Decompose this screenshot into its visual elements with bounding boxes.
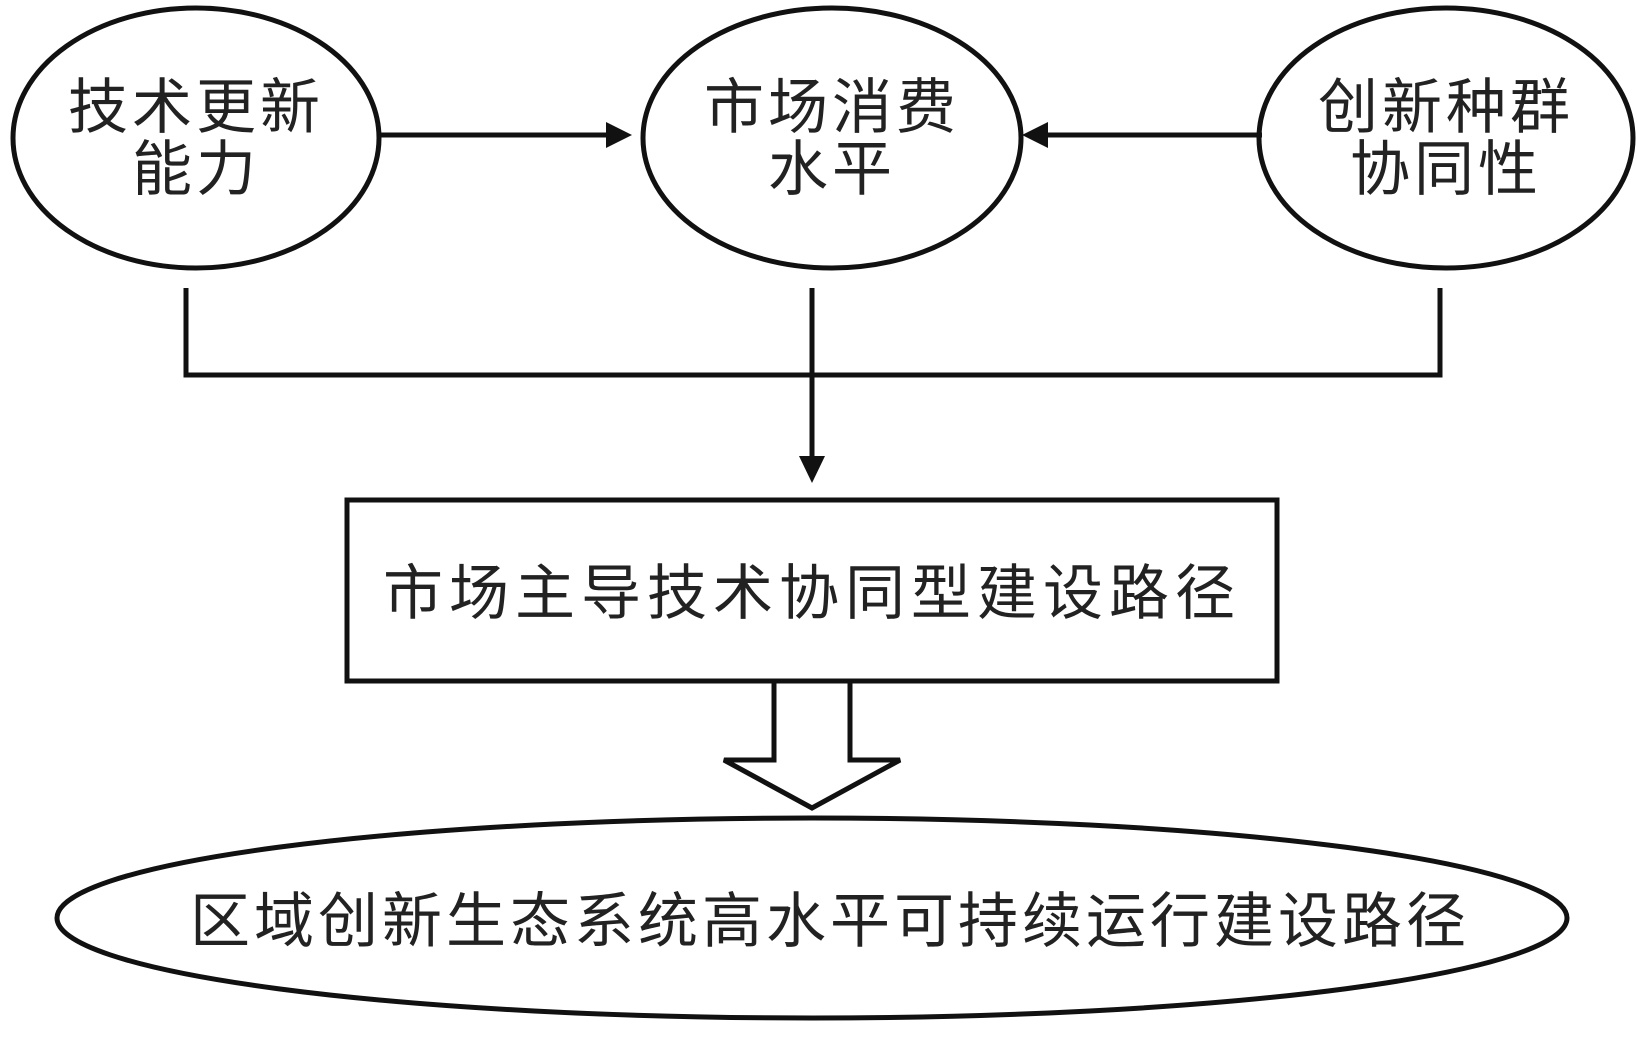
arrow-innovation-to-market [1022, 122, 1262, 148]
node-market-consumption: 市场消费 水平 [640, 5, 1024, 271]
path-box-shape [344, 497, 1280, 684]
node-innovation-synergy-line2: 协同性 [1350, 135, 1542, 205]
outcome-node: 区域创新生态系统高水平可持续运行建设路径 [54, 815, 1570, 1021]
path-box: 市场主导技术协同型建设路径 [344, 497, 1280, 684]
node-tech-renewal: 技术更新 能力 [10, 5, 382, 271]
node-tech-renewal-shape [10, 5, 382, 271]
connector-bracket [183, 288, 1443, 483]
node-innovation-synergy-line1: 创新种群 [1318, 73, 1574, 143]
node-tech-renewal-line1: 技术更新 [68, 73, 324, 143]
hollow-down-arrow [722, 678, 902, 811]
path-box-label: 市场主导技术协同型建设路径 [383, 559, 1241, 629]
node-market-consumption-line2: 水平 [768, 135, 896, 205]
arrow-tech-to-market [380, 122, 632, 148]
outcome-node-shape [54, 815, 1570, 1021]
node-innovation-synergy-shape [1256, 5, 1636, 271]
node-tech-renewal-line2: 能力 [132, 135, 260, 205]
node-market-consumption-shape [640, 5, 1024, 271]
outcome-node-label: 区域创新生态系统高水平可持续运行建设路径 [190, 887, 1470, 957]
node-market-consumption-line1: 市场消费 [704, 73, 960, 143]
node-innovation-synergy: 创新种群 协同性 [1256, 5, 1636, 271]
